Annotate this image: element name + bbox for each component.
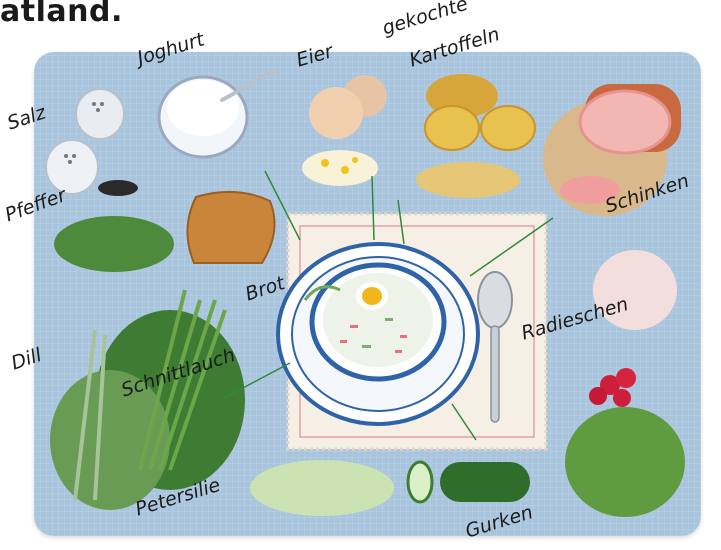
potatoes-icon (416, 74, 535, 198)
soup-bowl-icon (278, 244, 478, 424)
yogurt-bowl-icon (159, 70, 276, 157)
eggs-icon (302, 75, 387, 186)
salt-shaker-icon (46, 89, 124, 194)
bread-icon (187, 192, 274, 263)
cucumber-icon (250, 460, 530, 516)
radish-bunch-icon (565, 250, 685, 517)
pepper-pile-icon (98, 180, 138, 196)
